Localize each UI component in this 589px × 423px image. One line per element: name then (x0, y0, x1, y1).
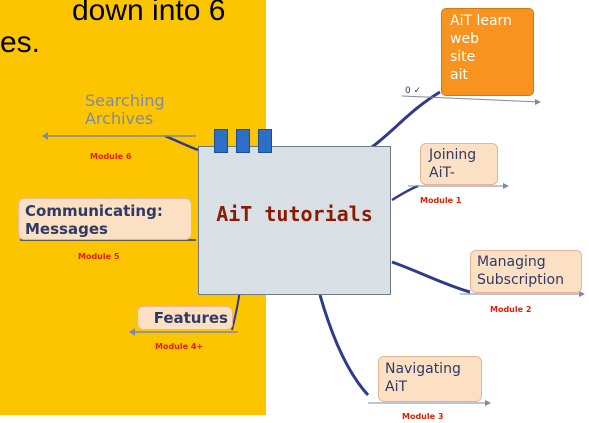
module-label-joining: Module 1 (420, 196, 462, 205)
central-tab-1 (214, 129, 228, 153)
connector-features (231, 289, 241, 331)
node-managing-line-1: Managing (477, 254, 546, 270)
node-joining[interactable]: Joining AiT- (420, 143, 498, 185)
node-ait-learn-line-4: ait (450, 67, 468, 83)
node-managing-line-2: Subscription (477, 272, 564, 288)
node-searching[interactable]: Searching Archives (85, 92, 195, 128)
central-node-label: AiT tutorials (216, 202, 373, 226)
module-label-communicating: Module 5 (78, 252, 120, 261)
central-tab-3 (258, 129, 272, 153)
node-ait-learn-line-2: web (450, 31, 479, 47)
node-joining-line-2: AiT- (429, 165, 455, 181)
node-navigating-line-1: Navigating (385, 361, 461, 377)
node-communicating[interactable]: Communicating: Messages (18, 198, 192, 240)
connector-learn (371, 90, 441, 149)
module-label-navigating: Module 3 (402, 412, 444, 421)
node-ait-learn[interactable]: AiT learn web site ait (441, 8, 534, 96)
header-line-2: es. (0, 26, 41, 59)
header-line-1: down into 6 (72, 0, 226, 27)
node-joining-line-1: Joining (429, 147, 477, 163)
module-label-searching: Module 6 (90, 152, 132, 161)
node-searching-line-2: Archives (85, 109, 154, 128)
node-features[interactable]: Features (137, 306, 233, 330)
module-label-features: Module 4+ (155, 342, 204, 351)
central-tab-2 (236, 129, 250, 153)
module-label-managing: Module 2 (490, 305, 532, 314)
node-navigating[interactable]: Navigating AiT (378, 356, 482, 402)
node-managing[interactable]: Managing Subscription (470, 250, 582, 293)
node-communicating-line-1: Communicating: (25, 202, 163, 220)
node-ait-learn-line-1: AiT learn (450, 13, 512, 29)
central-node-box[interactable] (198, 146, 391, 295)
connector-joining (391, 184, 419, 202)
node-navigating-line-2: AiT (385, 379, 408, 395)
connector-searching (164, 134, 199, 152)
connector-navigating (318, 294, 370, 397)
node-searching-line-1: Searching (85, 91, 165, 110)
node-communicating-line-2: Messages (25, 220, 108, 238)
connector-managing (391, 260, 471, 294)
node-ait-learn-prefix: 0 ✓ (405, 86, 422, 96)
node-ait-learn-line-3: site (450, 49, 476, 65)
node-features-label: Features (153, 309, 228, 327)
